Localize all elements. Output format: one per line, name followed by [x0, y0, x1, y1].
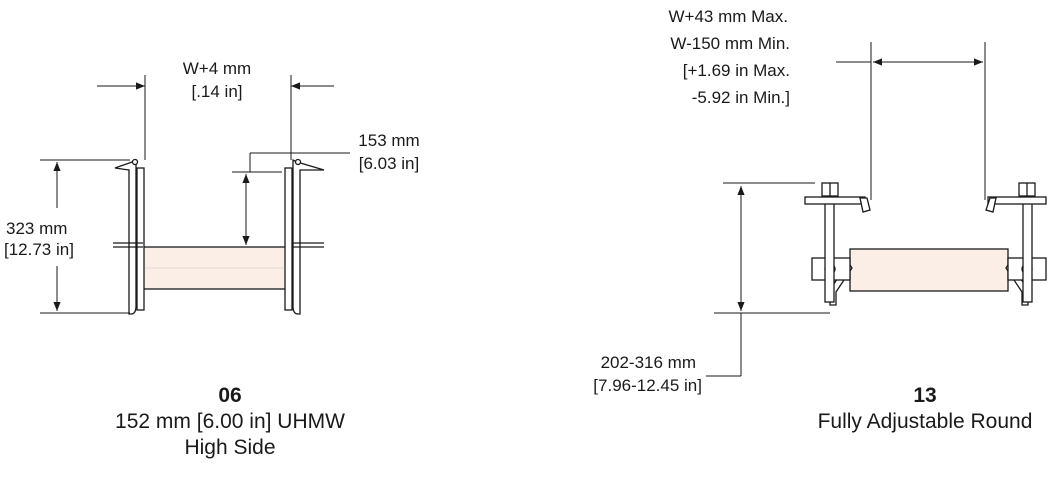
left-width-dim-label: W+4 mm [.14 in] — [150, 58, 284, 102]
right-height-dim-line1: 202-316 mm — [600, 353, 696, 372]
left-caption: 06 152 mm [6.00 in] UHMW High Side — [60, 383, 400, 461]
left-width-dim-line1: W+4 mm — [182, 59, 252, 78]
right-caption-code: 13 — [913, 384, 937, 407]
left-guide-right — [284, 158, 325, 315]
right-assembly — [804, 182, 1047, 306]
left-caption-line1: 152 mm [6.00 in] UHMW — [115, 410, 345, 433]
right-height-dim-label: 202-316 mm [7.96-12.45 in] — [540, 352, 702, 396]
left-side-dim-label: 153 mm [6.03 in] — [334, 130, 444, 174]
right-roller — [849, 248, 1009, 292]
right-width-dim-line2: W-150 mm Min. — [670, 34, 790, 53]
right-caption-line1: Fully Adjustable Round — [817, 410, 1033, 433]
left-guide-left — [113, 158, 145, 315]
left-height-dim-line1: 323 mm — [6, 219, 68, 238]
left-height-dim-line2: [12.73 in] — [4, 240, 74, 259]
right-width-dim-line3: [+1.69 in Max. — [682, 61, 790, 80]
left-side-dim-line2: [6.03 in] — [358, 154, 420, 173]
right-width-dim-line4: -5.92 in Min.] — [691, 88, 790, 107]
left-dimensions — [40, 75, 350, 314]
left-height-dim-label: 323 mm [12.73 in] — [4, 218, 74, 260]
right-height-dim-line2: [7.96-12.45 in] — [593, 376, 702, 395]
right-dimensions — [706, 42, 986, 377]
left-caption-code: 06 — [218, 384, 242, 407]
right-caption: 13 Fully Adjustable Round — [790, 383, 1060, 435]
left-width-dim-line2: [.14 in] — [191, 82, 243, 101]
right-width-dim-line1: W+43 mm Max. — [668, 7, 789, 26]
right-bracket-right — [985, 182, 1047, 306]
left-side-dim-line1: 153 mm — [358, 131, 420, 150]
left-assembly — [113, 158, 325, 315]
left-caption-line2: High Side — [184, 436, 276, 459]
right-width-dim-label: W+43 mm Max. W-150 mm Min. [+1.69 in Max… — [640, 6, 800, 108]
right-bracket-left — [804, 182, 871, 306]
